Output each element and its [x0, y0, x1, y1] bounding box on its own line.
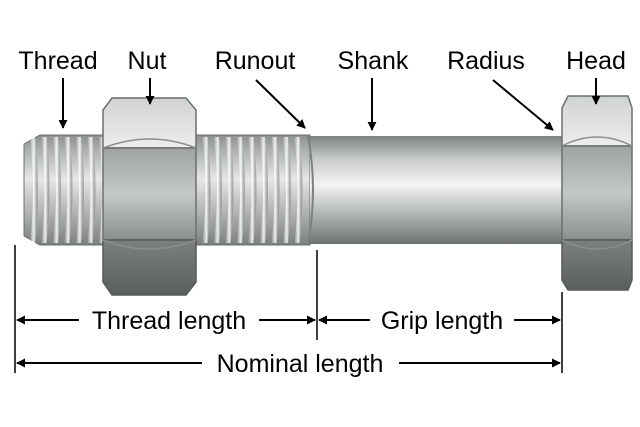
head-shape [561, 95, 633, 291]
thread-crest [41, 137, 50, 243]
extension-lines [14, 245, 563, 373]
thread-crest [225, 137, 234, 243]
label-head: Head [566, 47, 626, 75]
label-shank: Shank [338, 47, 409, 75]
thread-crest [64, 137, 73, 243]
label-radius: Radius [447, 47, 525, 75]
thread-crest [271, 137, 280, 243]
thread-crest [53, 137, 61, 243]
shank-body [310, 136, 562, 244]
label-runout: Runout [215, 47, 296, 75]
runout-arrow [255, 79, 306, 129]
dim-thread-length: Thread length [92, 307, 246, 335]
thread-crest [283, 137, 291, 243]
label-thread: Thread [18, 47, 97, 75]
pointer-arrows [58, 78, 601, 131]
label-nut: Nut [128, 47, 167, 75]
dim-nominal-length: Nominal length [217, 350, 384, 378]
thread-crest [237, 137, 245, 243]
dimension-arrows [16, 315, 561, 368]
thread-crest [214, 137, 222, 243]
nut-shape [102, 97, 197, 296]
thread-crest [87, 137, 96, 243]
thread-crests [30, 137, 303, 243]
thread-crest [294, 137, 303, 243]
radius-arrow [492, 79, 554, 131]
thread-crest [30, 137, 38, 243]
thread-crest [202, 137, 211, 243]
thread-crest [248, 137, 257, 243]
runout-edge [307, 135, 314, 245]
thread-crest [76, 137, 84, 243]
dim-grip-length: Grip length [381, 307, 503, 335]
thread-crest [260, 137, 268, 243]
